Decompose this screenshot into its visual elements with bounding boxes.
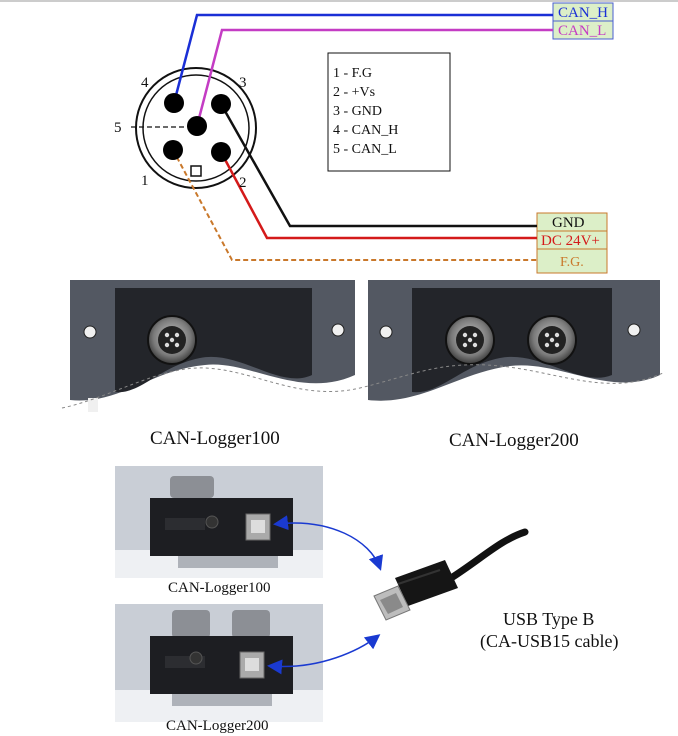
connector-inner-ring [142, 74, 250, 182]
wire-gnd [219, 103, 537, 228]
logger200-caption: CAN-Logger200 [449, 430, 579, 451]
device-panels [61, 280, 666, 412]
pin-2 [211, 142, 231, 162]
pin-legend-box [327, 52, 451, 172]
pin-legend-line-1: 1 - F.G [333, 66, 372, 81]
usb-type-b-plug-image [373, 528, 529, 621]
pin-legend-line-4: 4 - CAN_H [333, 123, 398, 138]
usb-logger200-caption: CAN-Logger200 [166, 718, 269, 734]
wiring-diagram: CAN_H CAN_L GND DC 24V+ F.G. 1 2 3 4 5 1… [0, 0, 678, 274]
logger200-panel-image [368, 280, 660, 401]
pin-number-3: 3 [239, 75, 247, 91]
pin-number-5: 5 [114, 120, 122, 136]
usb-arrow-bottom [267, 634, 381, 675]
terminal-dc-label: DC 24V+ [541, 233, 600, 249]
pin-legend-line-5: 5 - CAN_L [333, 142, 397, 157]
pin-5 [187, 116, 207, 136]
pin-legend-line-2: 2 - +Vs [333, 85, 375, 100]
wire-can-l [195, 28, 553, 127]
cut-line [61, 364, 666, 409]
pin-1 [163, 140, 183, 160]
pin-number-1: 1 [141, 173, 149, 189]
terminal-can-h-label: CAN_H [558, 5, 608, 21]
pin-number-2: 2 [239, 175, 247, 191]
terminal-fg-label: F.G. [560, 255, 584, 270]
usb-logger100-caption: CAN-Logger100 [168, 580, 271, 596]
logger200-usb-image [115, 604, 323, 722]
usb-type-label: USB Type B [503, 609, 595, 629]
logger100-panel-image [70, 280, 355, 412]
wire-dc [219, 151, 537, 240]
wire-fg [172, 149, 537, 261]
logger100-usb-image [115, 466, 323, 578]
pin-number-4: 4 [141, 75, 149, 91]
wire-can-h [172, 13, 553, 104]
connector-outer-ring [135, 67, 257, 189]
pin-legend-line-3: 3 - GND [333, 104, 382, 119]
usb-arrow-top [273, 515, 384, 571]
usb-section [115, 466, 529, 722]
terminal-can-l-label: CAN_L [558, 23, 606, 39]
pin-3 [211, 94, 231, 114]
terminal-fg-box [536, 248, 608, 274]
terminal-gnd-label: GND [552, 215, 585, 231]
usb-cable-label: (CA-USB15 cable) [480, 631, 619, 651]
pin-4 [164, 93, 184, 113]
logger100-caption: CAN-Logger100 [150, 428, 280, 449]
connector-key [190, 165, 202, 177]
